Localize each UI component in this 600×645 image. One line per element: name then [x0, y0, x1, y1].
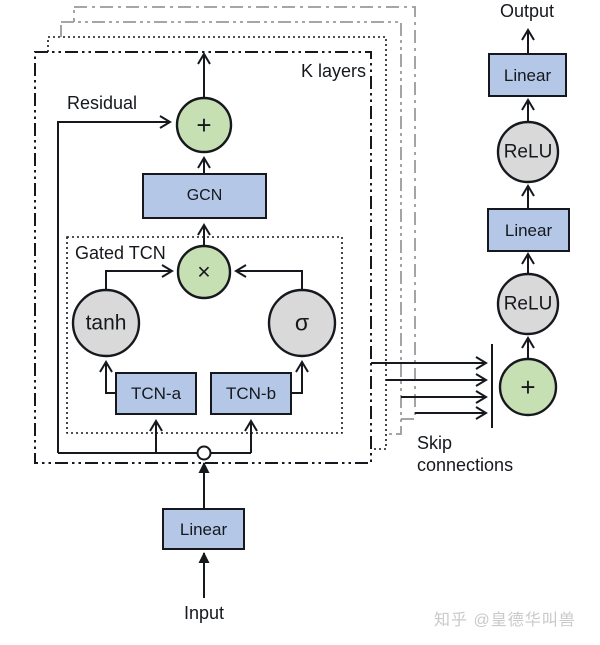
gated-tcn-label: Gated TCN — [75, 243, 166, 263]
relu-top-label: ReLU — [503, 141, 553, 163]
residual-label: Residual — [67, 93, 138, 113]
sigma-label: σ — [294, 309, 310, 336]
watermark-text: 知乎 @皇德华叫兽 — [434, 612, 576, 629]
input-label: Input — [183, 603, 225, 623]
sigma-to-product-arrow — [234, 264, 303, 290]
output-linear-top-node: Linear — [488, 53, 567, 97]
tanh-label: tanh — [85, 311, 127, 335]
output-label: Output — [499, 1, 555, 21]
relu-top-circle — [496, 120, 560, 184]
tcn-b-to-sigma-arrow — [292, 360, 309, 394]
input-linear-node: Linear — [162, 508, 245, 550]
tcn-b-node: TCN-b — [210, 372, 292, 415]
residual-sum-circle — [175, 96, 233, 154]
tcn-a-node: TCN-a — [115, 372, 197, 415]
skip-sum-label: + — [520, 372, 536, 402]
skip-sum-circle — [498, 357, 558, 417]
sigma-circle — [267, 288, 337, 358]
relu-bottom-label: ReLU — [503, 293, 553, 315]
gcn-node: GCN — [142, 173, 267, 219]
residual-line — [57, 115, 172, 453]
branch-point-circle — [196, 445, 212, 461]
tanh-circle — [71, 288, 141, 358]
residual-sum-label: + — [196, 110, 212, 140]
tcn-a-to-tanh-arrow — [99, 360, 115, 394]
product-circle — [176, 244, 232, 300]
relu-bottom-circle — [496, 272, 560, 336]
product-label: × — [197, 258, 211, 285]
k-layers-label: K layers — [300, 61, 366, 81]
output-linear-mid-node: Linear — [487, 208, 570, 252]
tanh-to-product-arrow — [105, 264, 174, 290]
skip-connections-label: Skip connections — [417, 433, 514, 475]
wiring — [57, 28, 535, 598]
